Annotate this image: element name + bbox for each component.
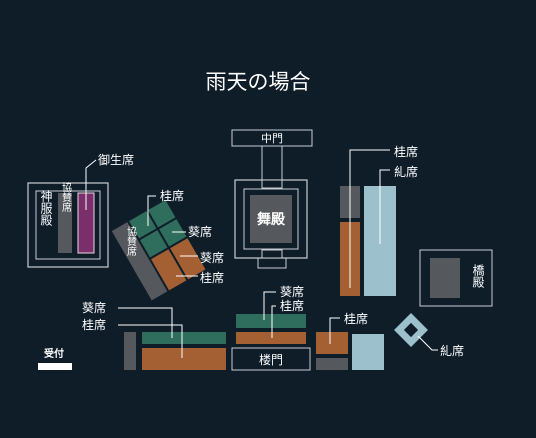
- kyoden-label: 橋殿: [471, 264, 485, 288]
- butoden-stage: [250, 195, 292, 243]
- aoi-center-seat[interactable]: [236, 314, 306, 328]
- nori-bottom-leader: [417, 335, 438, 351]
- gyosei-label: 御生席: [98, 152, 134, 167]
- aoi-left-leader: [118, 307, 173, 338]
- reception-marker[interactable]: [38, 363, 72, 370]
- butoden-steps-top: [261, 179, 283, 189]
- chumon-area: 中門: [231, 129, 313, 180]
- butoden-step-base: [257, 257, 287, 269]
- chumon-label: 中門: [261, 132, 283, 145]
- reception-label: 受付: [44, 347, 64, 360]
- katsura-center-label: 桂席: [280, 298, 304, 313]
- katsura-tilt-leader: [147, 195, 156, 226]
- aoi-center-leader: [263, 291, 276, 320]
- kyosan-tilt-label: 協賛席: [125, 225, 137, 257]
- butoden-area: 舞殿: [234, 179, 308, 269]
- katsura-tilt-seat-1[interactable]: [151, 249, 187, 291]
- nori-diamond: [394, 313, 428, 347]
- katsura-right-label: 桂席: [394, 144, 418, 159]
- katsura-tilt-label-2: 桂席: [200, 270, 224, 285]
- katsura-right-leader: [349, 149, 390, 288]
- aoi-tilt-seat-3[interactable]: [140, 230, 168, 258]
- katsura-mid-seat[interactable]: [316, 332, 348, 354]
- nori-right-leader: [379, 169, 390, 244]
- kyosan-left-label: 協賛席: [60, 181, 72, 213]
- shinpuku-outer-outline: [27, 182, 109, 268]
- nori-diamond-center: [403, 322, 419, 338]
- katsura-left-label: 桂席: [82, 317, 106, 332]
- shinpuku-label: 神服殿: [39, 190, 53, 226]
- romon-box: [231, 347, 311, 371]
- gray-left-seat[interactable]: [124, 332, 136, 370]
- butoden-middle: [243, 188, 299, 250]
- shinpuku-area: 神服殿 協賛席 御生席: [27, 152, 134, 268]
- butoden-label: 舞殿: [257, 211, 286, 228]
- katsura-left-leader: [118, 324, 183, 358]
- kyoden-inner: [430, 258, 460, 298]
- kyosan-left-seat[interactable]: [58, 193, 72, 253]
- katsura-tilt-label: 桂席: [160, 188, 184, 203]
- butoden-steps-bottom: [261, 249, 283, 259]
- aoi-tilt-label-2: 葵席: [200, 250, 224, 265]
- nori-bottom-label: 糺席: [440, 343, 464, 358]
- gray-tilt-seat[interactable]: [133, 260, 168, 301]
- katsura-tilt-seat-2[interactable]: [170, 238, 206, 280]
- katsura-left-seat[interactable]: [142, 348, 226, 370]
- aoi-left-seat[interactable]: [142, 332, 226, 344]
- aoi-tilt-seat-4[interactable]: [159, 219, 187, 247]
- aoi-tilt-label-1: 葵席: [188, 224, 212, 239]
- aoi-tilt-seat-1[interactable]: [129, 211, 157, 239]
- chumon-box: [231, 129, 313, 147]
- tilted-block: [111, 200, 206, 301]
- nori-right-label: 糺席: [394, 164, 418, 179]
- aoi-center-label: 葵席: [280, 284, 304, 299]
- katsura-mid-leader: [329, 317, 340, 344]
- katsura-center-leader: [271, 305, 276, 338]
- katsura-mid-label: 桂席: [344, 311, 368, 326]
- gyosei-leader: [85, 159, 97, 210]
- nori-bottom-seat[interactable]: [352, 334, 384, 370]
- aoi-tilt-seat-2[interactable]: [148, 200, 176, 228]
- romon-label: 楼門: [259, 352, 283, 367]
- page-title: 雨天の場合: [206, 70, 311, 94]
- aoi-left-label: 葵席: [82, 300, 106, 315]
- kyoden-box: [419, 249, 493, 307]
- shinpuku-inner-outline: [35, 190, 101, 260]
- katsura-center-seat[interactable]: [236, 332, 306, 344]
- gray-mid-seat[interactable]: [316, 358, 348, 370]
